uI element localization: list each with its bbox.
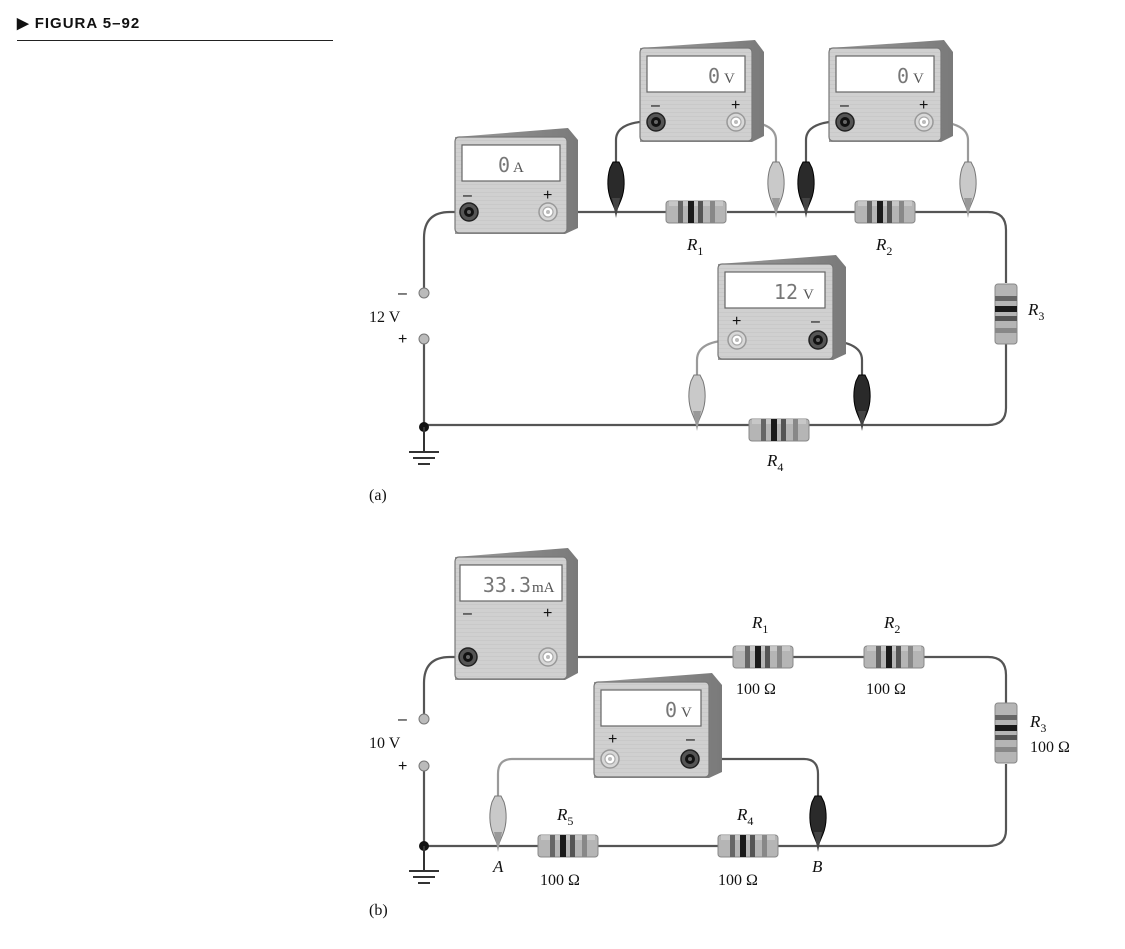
wire-b-source-neg [422,655,468,718]
source-minus-b: – [398,711,407,728]
wire-b-loop [422,655,1008,848]
source-terminal-neg-b [418,713,430,725]
panel-a-label: (a) [369,487,387,504]
resistor-r3-a [994,283,1018,345]
voltmeter-r4-unit: V [803,287,814,303]
wire-a-source-neg [422,210,468,292]
voltmeter-b-minus: – [686,731,695,748]
panel-a: – 12 V + R1 R2 R3 R4 0 A – + [369,40,1044,504]
ammeter-a-unit: A [513,160,524,176]
resistor-r3-b [994,702,1018,764]
ammeter-b-plus: + [543,605,552,622]
voltmeter-r4-a: 12 V + – [688,255,871,432]
value-r5-b: 100 Ω [540,872,580,889]
voltmeter-r1-unit: V [724,71,735,87]
voltmeter-b-unit: V [681,705,692,721]
source-minus-a: – [398,285,407,302]
label-r3-a: R3 [1027,300,1044,323]
panel-b-label: (b) [369,902,388,919]
resistor-r2-b [863,645,925,669]
voltmeter-r2-plus: + [919,97,928,114]
resistor-r2-a [854,200,916,224]
resistor-r4-a [748,418,810,442]
voltmeter-b: 0 V + – [489,673,827,853]
node-b-label: B [812,857,823,876]
label-r4-a: R4 [766,451,783,474]
value-r3-b: 100 Ω [1030,739,1070,756]
voltmeter-r4-minus: – [811,313,820,330]
voltmeter-b-display: 0 [665,698,677,722]
voltmeter-b-plus: + [608,731,617,748]
figure-title: ▶ FIGURA 5–92 [17,15,141,32]
label-r1-a: R1 [686,235,703,258]
ground-icon-a [409,427,439,465]
ammeter-a-plus: + [543,187,552,204]
source-plus-a: + [398,331,407,348]
voltmeter-r1-plus: + [731,97,740,114]
label-r1-b: R1 [751,613,768,636]
ammeter-b-unit: mA [532,580,555,596]
wire-a-loop [422,210,1008,427]
resistor-r4-b [717,834,779,858]
ammeter-b-display: 33.3 [483,573,531,597]
panel-b: – 10 V + R1 100 Ω R2 100 Ω R3 100 Ω R4 1… [369,548,1070,919]
voltmeter-r4-plus: + [732,313,741,330]
label-r5-b: R5 [556,805,573,828]
voltmeter-r1-minus: – [651,97,660,114]
source-voltage-a: 12 V [369,309,401,326]
voltmeter-r2-display: 0 [897,64,909,88]
label-r3-b: R3 [1029,712,1046,735]
source-terminal-pos-b [418,760,430,772]
value-r2-b: 100 Ω [866,681,906,698]
label-r4-b: R4 [736,805,753,828]
source-terminal-pos-a [418,333,430,345]
voltmeter-r1-display: 0 [708,64,720,88]
node-a-label: A [492,857,504,876]
source-terminal-neg-a [418,287,430,299]
voltmeter-r1-a: 0 V – + [607,40,785,219]
voltmeter-r2-unit: V [913,71,924,87]
value-r1-b: 100 Ω [736,681,776,698]
ammeter-b-minus: – [463,605,472,622]
ammeter-a-minus: – [463,187,472,204]
ammeter-a: 0 A – + [454,128,578,234]
label-r2-b: R2 [883,613,900,636]
value-r4-b: 100 Ω [718,872,758,889]
label-r2-a: R2 [875,235,892,258]
resistor-r1-b [732,645,794,669]
figure-header: ▶ FIGURA 5–92 [17,14,333,41]
ground-icon-b [409,846,439,884]
resistor-r1-a [665,200,727,224]
voltmeter-r2-a: 0 V – + [797,40,977,219]
resistor-r5-b [537,834,599,858]
source-plus-b: + [398,758,407,775]
ammeter-a-display: 0 [498,153,510,177]
ammeter-b: 33.3 mA – + [454,548,578,680]
source-voltage-b: 10 V [369,735,401,752]
voltmeter-r2-minus: – [840,97,849,114]
voltmeter-r4-display: 12 [774,280,798,304]
